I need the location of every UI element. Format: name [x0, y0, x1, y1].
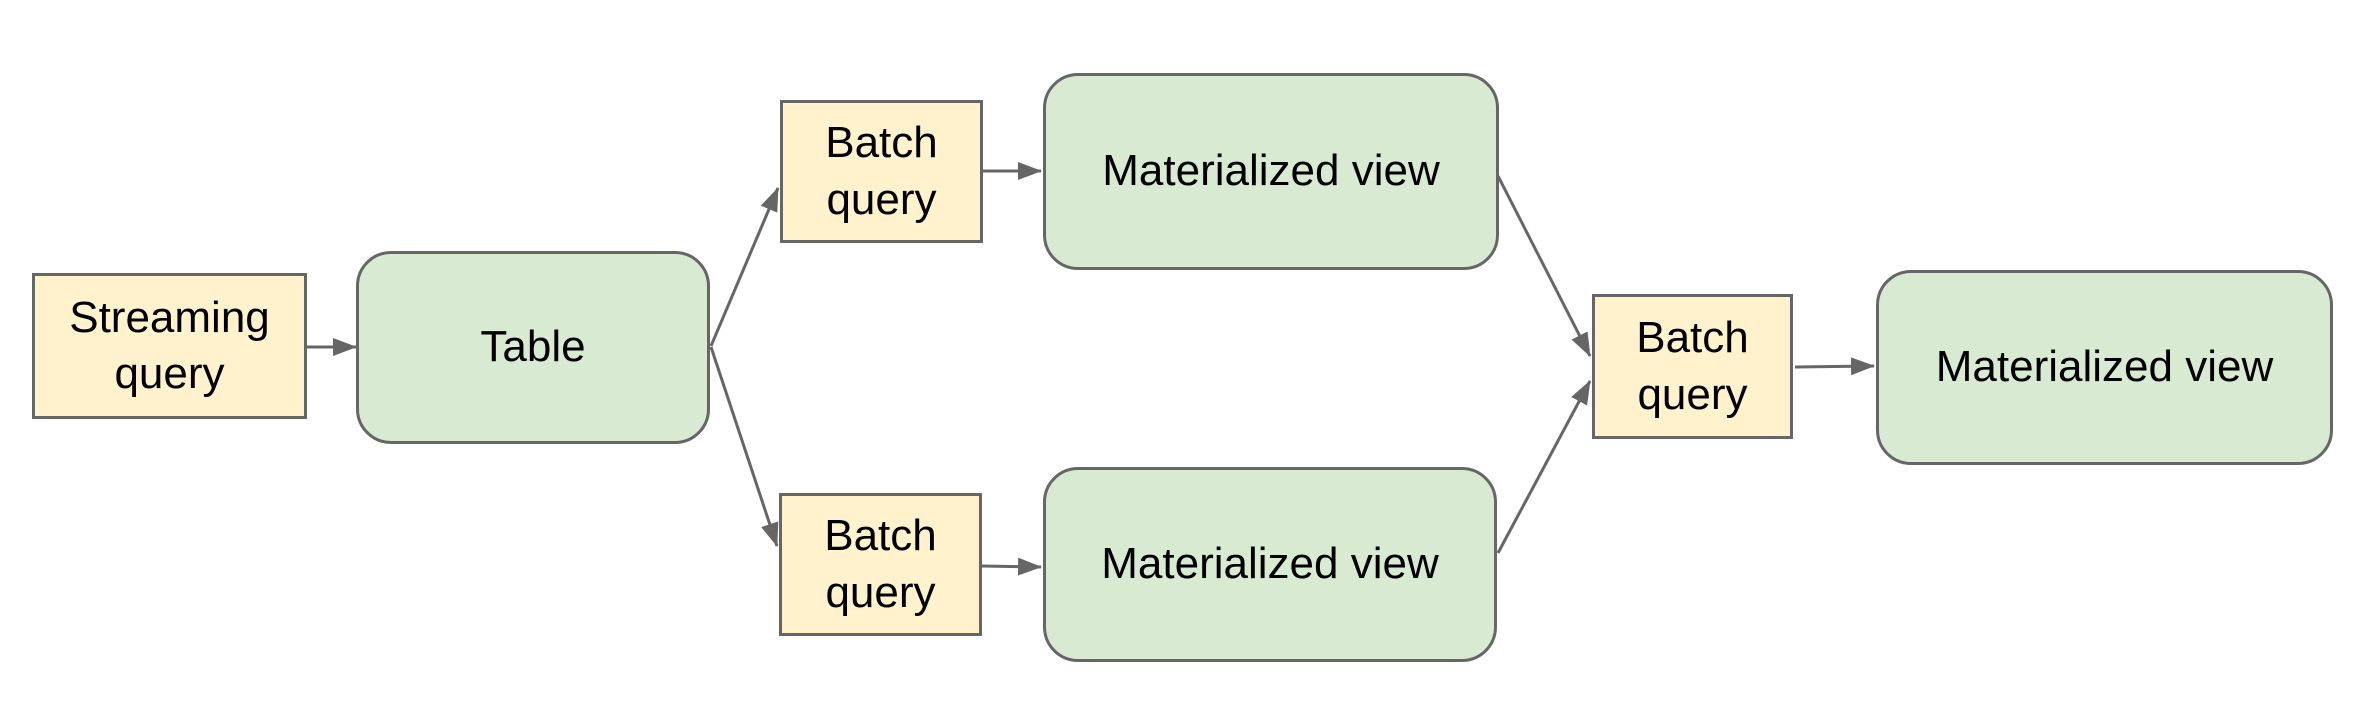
arrow-table-to-batch-query-top — [709, 187, 780, 347]
arrow-materialized-view-top-to-batch-query-final — [1496, 175, 1592, 357]
node-batch-query-bottom-label: Batch query — [824, 511, 937, 617]
node-batch-query-final-label: Batch query — [1636, 313, 1749, 419]
node-batch-query-bottom: Batch query — [779, 493, 982, 636]
node-materialized-view-final: Materialized view — [1876, 270, 2333, 465]
node-streaming-query: Streaming query — [32, 273, 307, 419]
node-batch-query-final: Batch query — [1592, 294, 1793, 439]
node-streaming-query-label: Streaming query — [69, 292, 270, 398]
node-materialized-view-top-label: Materialized view — [1102, 146, 1440, 196]
node-table-label: Table — [480, 322, 586, 372]
arrow-table-to-batch-query-bottom — [709, 346, 779, 547]
node-materialized-view-top: Materialized view — [1043, 73, 1499, 270]
arrow-batch-query-bottom-to-materialized-view-bottom — [981, 557, 1042, 576]
node-materialized-view-bottom-label: Materialized view — [1101, 539, 1439, 589]
node-materialized-view-bottom: Materialized view — [1043, 467, 1497, 662]
node-table: Table — [356, 251, 710, 444]
node-batch-query-top: Batch query — [780, 100, 983, 243]
node-batch-query-top-label: Batch query — [825, 118, 938, 224]
arrow-batch-query-final-to-materialized-view-final — [1794, 357, 1875, 376]
node-materialized-view-final-label: Materialized view — [1935, 342, 2274, 392]
arrow-materialized-view-bottom-to-batch-query-final — [1496, 380, 1592, 554]
